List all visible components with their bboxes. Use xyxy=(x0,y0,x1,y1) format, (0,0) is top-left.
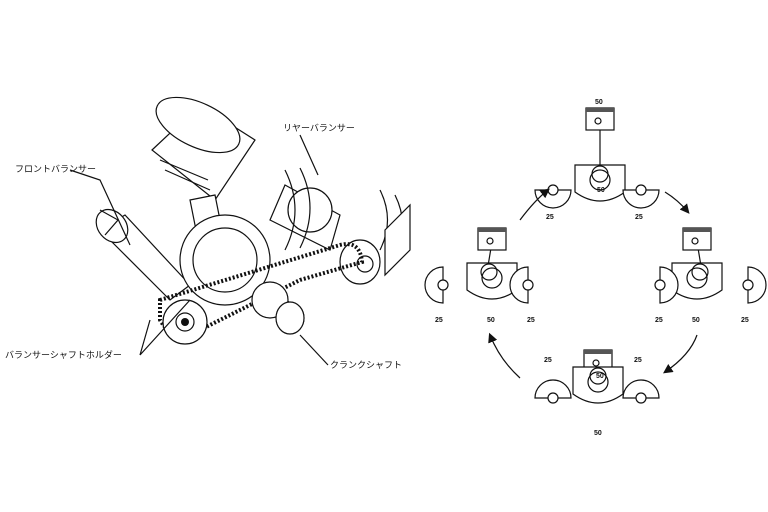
cycle-arrow-top-left xyxy=(519,188,550,221)
balancer-top-right xyxy=(622,184,660,209)
balancer-shaft xyxy=(437,279,449,291)
top-right-balancer-force: 25 xyxy=(635,214,643,221)
balancer-left-left xyxy=(424,266,449,304)
balancer-weight xyxy=(424,266,444,304)
label-rear-balancer: リヤーバランサー xyxy=(283,123,355,134)
cycle-arrow-top-right xyxy=(664,191,690,214)
label-front-balancer: フロントバランサー xyxy=(15,164,96,175)
station-right xyxy=(671,227,723,300)
leader-shaft-holder xyxy=(139,299,191,356)
balancer-shaft xyxy=(654,279,666,291)
balancer-shaft xyxy=(522,279,534,291)
station-left xyxy=(466,227,518,300)
piston-rings xyxy=(584,350,612,354)
piston-rings xyxy=(586,108,614,112)
top-left-balancer-force: 25 xyxy=(546,214,554,221)
balance-cycle-diagram: 50 50 25 25 25 50 25 25 50 25 25 50 25 5… xyxy=(424,99,767,437)
cycle-arrow-bottom-right xyxy=(663,334,698,374)
balancer-right-right xyxy=(742,266,767,304)
balancer-weight xyxy=(747,266,767,304)
balancer-bottom-left xyxy=(534,379,572,404)
leader-rear-balancer xyxy=(299,134,319,176)
balancer-left-right xyxy=(509,266,534,304)
balancer-weight xyxy=(659,266,679,304)
crank-journal xyxy=(686,267,708,289)
bottom-left-balancer-force: 25 xyxy=(544,357,552,364)
right-left-balancer-force: 25 xyxy=(655,317,663,324)
label-crankshaft: クランクシャフト xyxy=(330,360,402,371)
balancer-weight xyxy=(622,189,660,209)
bottom-right-balancer-force: 25 xyxy=(634,357,642,364)
balancer-weight xyxy=(622,379,660,399)
station-bottom xyxy=(572,349,624,404)
balancer-chain xyxy=(158,242,365,345)
piston-pin xyxy=(594,117,602,125)
crank-pin xyxy=(480,263,498,281)
left-right-balancer-force: 25 xyxy=(527,317,535,324)
balancer-shaft xyxy=(742,279,754,291)
leader-crankshaft xyxy=(299,334,329,366)
crank-journal xyxy=(589,169,611,191)
left-left-balancer-force: 25 xyxy=(435,317,443,324)
rear-balancer xyxy=(269,167,411,285)
bottom-piston-force: 50 xyxy=(594,430,602,437)
top-piston-force: 50 xyxy=(595,99,603,106)
balancer-weight xyxy=(534,379,572,399)
piston-rings xyxy=(478,228,506,232)
station-top xyxy=(574,107,626,202)
crank-journal xyxy=(481,267,503,289)
label-balancer-shaft-holder: バランサーシャフトホルダー xyxy=(5,349,122,361)
piston-pin xyxy=(486,237,494,245)
piston-pin xyxy=(691,237,699,245)
piston-rings xyxy=(683,228,711,232)
left-crank-force: 50 xyxy=(487,317,495,324)
leader-front-balancer xyxy=(69,169,131,246)
crank-journal xyxy=(587,371,609,393)
right-crank-force: 50 xyxy=(692,317,700,324)
balancer-bottom-right xyxy=(622,379,660,404)
engine-illustration: フロントバランサー リヤーバランサー バランサーシャフトホルダー クランクシャフ… xyxy=(5,96,411,371)
crank-pin xyxy=(691,263,709,281)
bottom-crank-force: 50 xyxy=(596,373,604,380)
front-balancer-shaft xyxy=(95,208,191,301)
crank-pin xyxy=(591,165,609,183)
cycle-arrow-bottom-left xyxy=(488,332,521,379)
balancer-weight xyxy=(509,266,529,304)
balancer-shaft xyxy=(547,392,559,404)
balancer-shaft xyxy=(547,184,559,196)
balancer-right-left xyxy=(654,266,679,304)
balancer-shaft xyxy=(635,184,647,196)
balancer-shaft xyxy=(635,392,647,404)
piston-pin xyxy=(592,359,600,367)
right-right-balancer-force: 25 xyxy=(741,317,749,324)
top-crank-force: 50 xyxy=(597,187,605,194)
crank-pin xyxy=(589,367,607,385)
